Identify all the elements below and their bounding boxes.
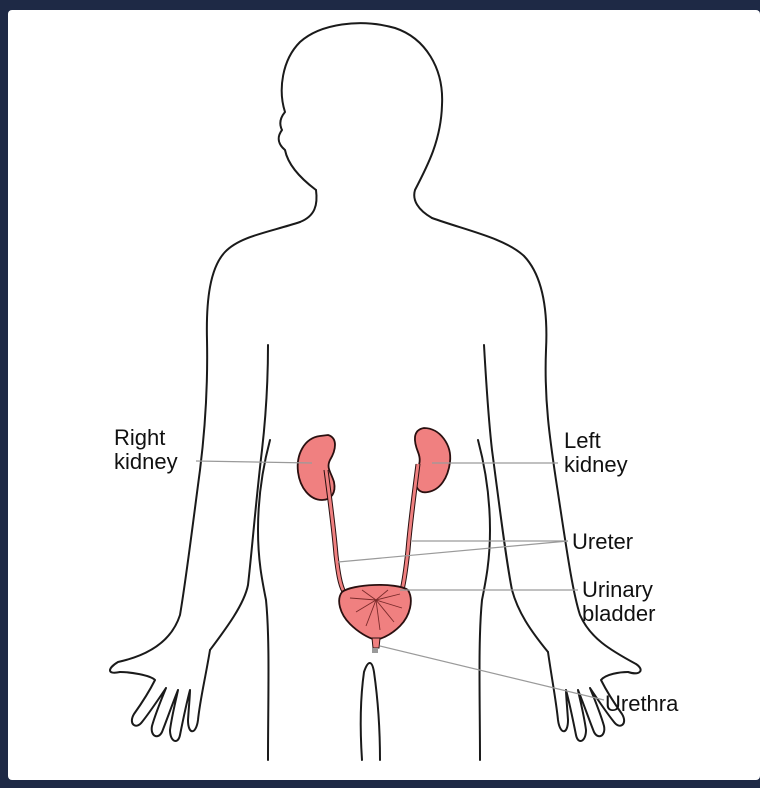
left-kidney <box>415 428 450 492</box>
right-kidney-label-line1: Right <box>114 425 165 450</box>
bladder-label-line2: bladder <box>582 601 655 626</box>
leader-ureter-right <box>338 541 568 562</box>
bladder-label-line1: Urinary <box>582 577 653 602</box>
urethra-label: Urethra <box>605 691 679 716</box>
neck-left <box>300 190 317 222</box>
leader-urethra <box>380 646 604 700</box>
left-ureter <box>402 464 418 590</box>
diagram-panel: Right kidney Left kidney Ureter Urinary … <box>8 10 760 780</box>
hand-left <box>120 650 210 741</box>
waist-left <box>258 440 270 760</box>
urethra-opening <box>372 648 378 653</box>
left-kidney-label-line1: Left <box>564 428 601 453</box>
ureter-label: Ureter <box>572 529 633 554</box>
left-kidney-label-line2: kidney <box>564 452 628 477</box>
urinary-bladder <box>339 585 411 640</box>
head-outline <box>279 23 442 218</box>
urinary-system-diagram: Right kidney Left kidney Ureter Urinary … <box>8 10 760 780</box>
labels: Right kidney Left kidney Ureter Urinary … <box>114 425 679 716</box>
right-kidney-label-line2: kidney <box>114 449 178 474</box>
inner-legs <box>361 663 380 760</box>
urethra <box>372 638 380 648</box>
arm-inner-right <box>484 345 548 652</box>
waist-right <box>478 440 490 760</box>
leader-right-kidney <box>196 461 312 463</box>
